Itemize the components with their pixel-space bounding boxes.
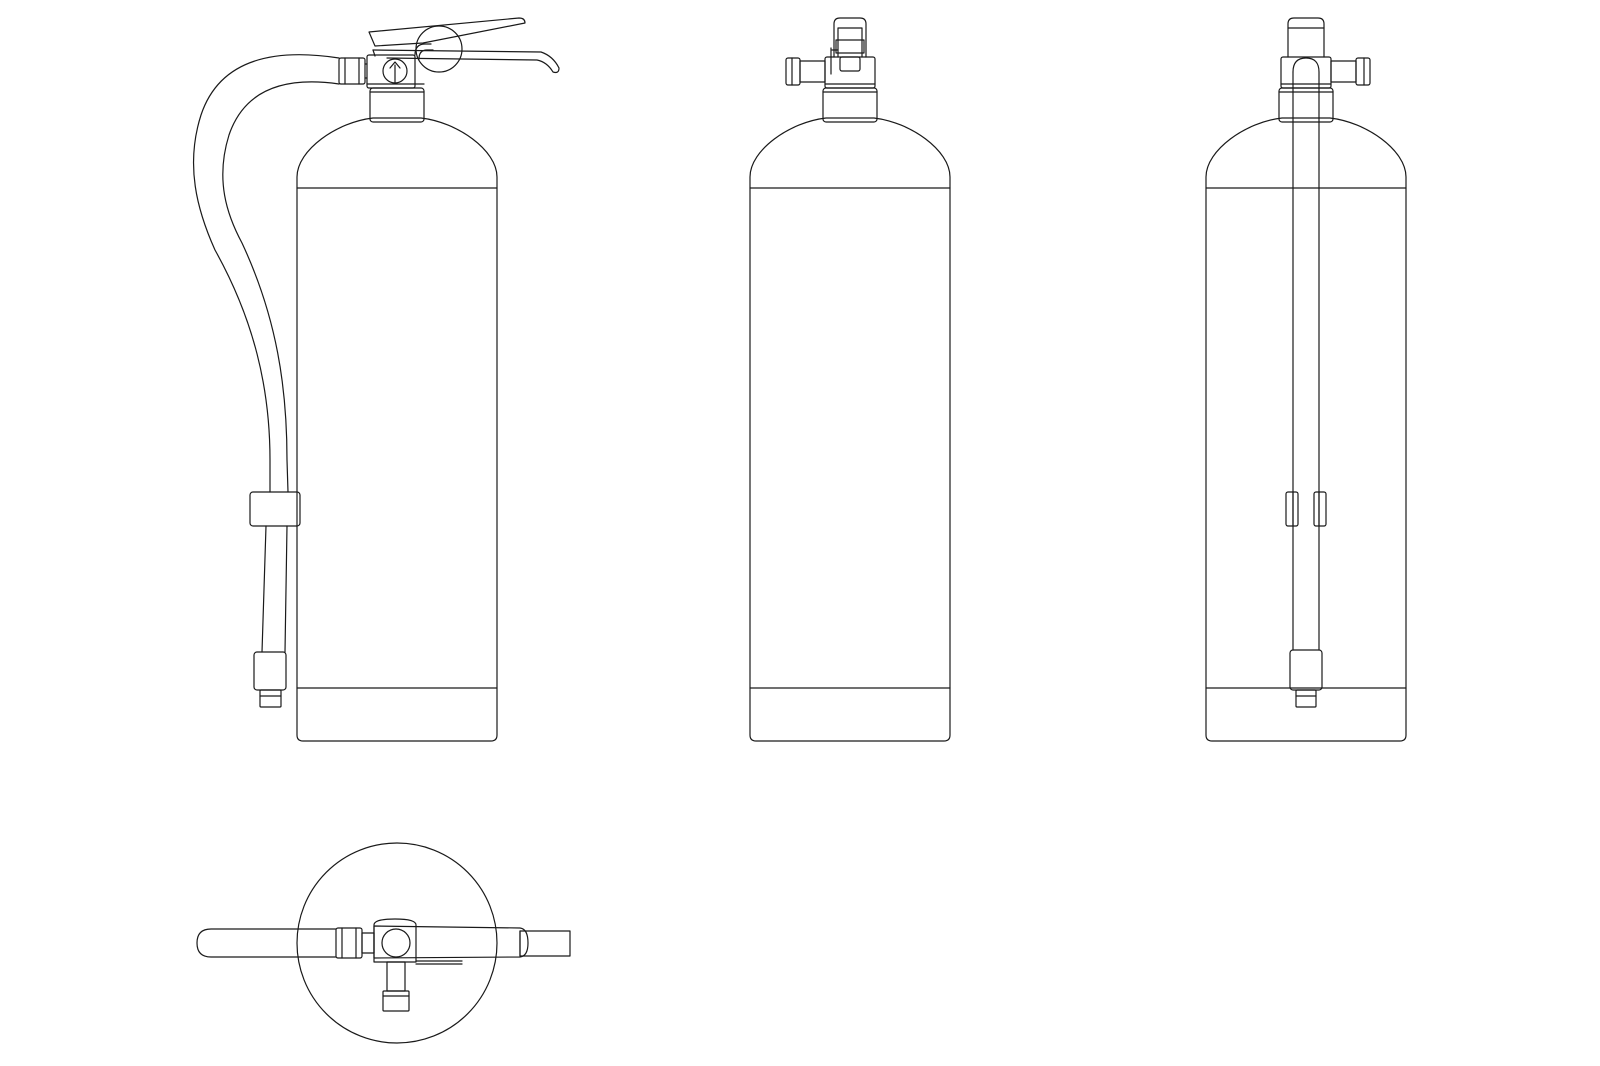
pressure-gauge: [381, 928, 411, 958]
nozzle: [382, 961, 410, 1012]
pressure-gauge: [382, 58, 408, 84]
top-view: [196, 842, 571, 1044]
safety-pin: [415, 960, 463, 965]
hose-nozzle: [1289, 649, 1323, 708]
cylinder-body: [749, 117, 951, 742]
top-handle: [830, 17, 867, 75]
valve-head: [366, 54, 425, 89]
hose-coupling: [335, 927, 375, 959]
hose: [192, 54, 340, 653]
outlet-fitting: [785, 57, 826, 86]
neck-collar: [822, 87, 878, 123]
outlet-fitting: [1330, 57, 1371, 86]
neck-collar: [369, 87, 425, 123]
cylinder-outline: [296, 842, 498, 1044]
hose-clip: [1285, 491, 1327, 527]
hose-clip: [249, 491, 301, 527]
safety-pin-ring: [415, 25, 463, 73]
vertical-hose: [1292, 57, 1320, 651]
side-view: [192, 17, 560, 742]
neck-collar: [1278, 87, 1334, 123]
top-handle: [1287, 17, 1325, 58]
lever: [373, 925, 529, 959]
cylinder-body: [1205, 117, 1407, 742]
valve-head: [1280, 56, 1332, 89]
squeeze-lever: [372, 49, 560, 74]
hose-top: [196, 928, 337, 958]
valve-head: [824, 56, 876, 89]
hose-coupling: [338, 57, 368, 85]
valve-body: [373, 918, 417, 963]
hose-nozzle: [253, 651, 287, 708]
back-view: [1205, 17, 1407, 742]
cylinder-body: [296, 117, 498, 742]
front-view: [749, 17, 951, 742]
carry-handle: [368, 17, 526, 47]
